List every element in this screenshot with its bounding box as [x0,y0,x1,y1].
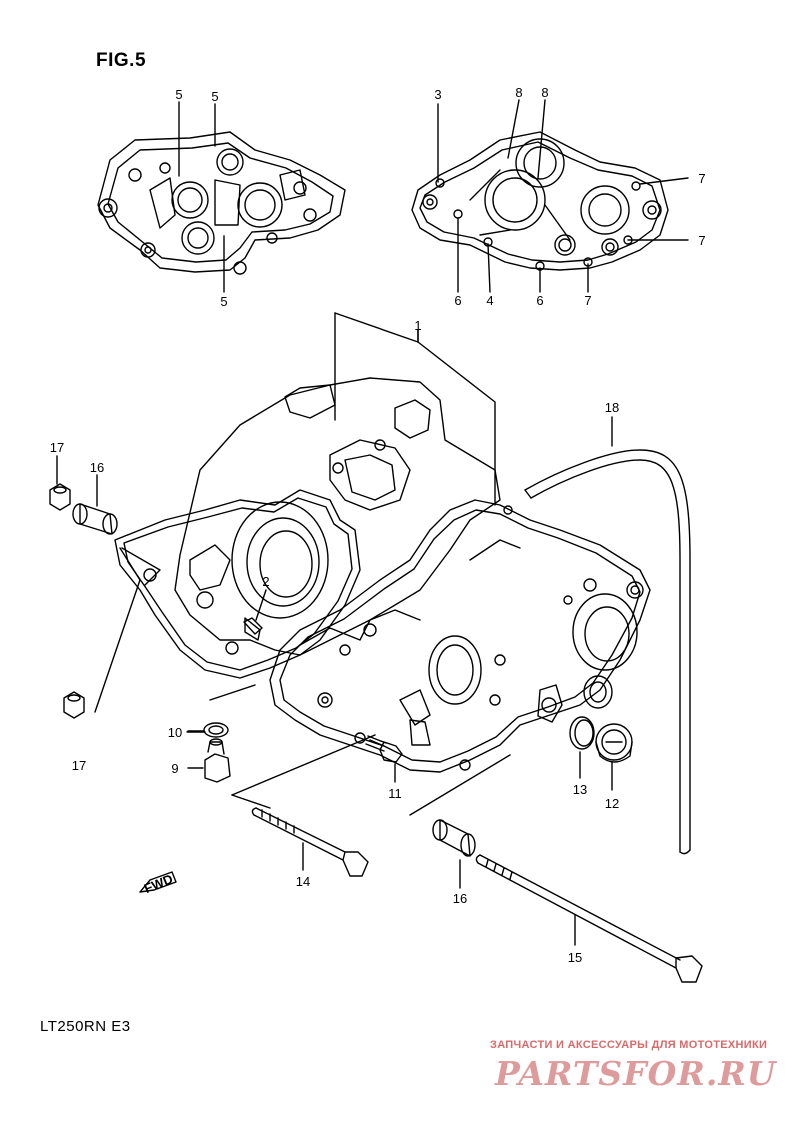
callout-c5b: 5 [211,89,218,104]
callout-c5c: 5 [220,294,227,309]
callout-c11: 11 [388,786,402,801]
callout-c5a: 5 [175,87,182,102]
right-case-half-inner-view [411,131,669,271]
callout-c18: 18 [605,400,619,415]
model-code: LT250RN E3 [40,1018,131,1035]
callout-c1: 1 [414,318,421,333]
drain-plug-9 [204,738,231,783]
nut-17-top [49,483,71,511]
bolt-11 [365,735,403,763]
callout-c6b: 6 [536,293,543,308]
callout-c14: 14 [296,874,310,889]
callout-c7c: 7 [584,293,591,308]
callout-c17b: 17 [72,758,86,773]
bolt-15 [475,854,703,983]
dowel-bushing-16-right [432,819,476,857]
callout-c12: 12 [605,796,619,811]
bolt-14 [251,807,369,877]
fwd-label: FWD [142,871,175,896]
breather-hose [524,449,691,855]
gasket-10 [203,722,229,738]
callout-c16b: 16 [453,891,467,906]
callout-c8a: 8 [515,85,522,100]
leaders-top-right [437,99,689,293]
callout-c13: 13 [573,782,587,797]
dowel-bushing-16-left [72,503,118,535]
fwd-arrow-icon [139,871,177,893]
callout-c4: 4 [486,293,493,308]
figure-title: FIG.5 [96,50,147,71]
plug-12 [595,723,633,763]
callout-c15: 15 [568,950,582,965]
callout-c16a: 16 [90,460,104,475]
o-ring-13 [569,716,595,750]
watermark-logo: PARTSFOR.RU [495,1054,777,1093]
callout-c3: 3 [434,87,441,102]
callout-c7a: 7 [698,171,705,186]
callout-c6a: 6 [454,293,461,308]
callout-c8b: 8 [541,85,548,100]
callout-c10: 10 [168,725,182,740]
nut-17-bottom [63,691,85,719]
leaders-top-left [178,101,225,293]
left-case-half-inner-view [97,131,346,275]
crankcase-assembly [114,377,651,773]
callout-c7b: 7 [698,233,705,248]
watermark-tagline: ЗАПЧАСТИ И АКСЕССУАРЫ ДЛЯ МОТОТЕХНИКИ [490,1039,768,1051]
callout-c9: 9 [171,761,178,776]
bracket-part-1 [334,312,496,506]
callout-c2: 2 [262,574,269,589]
callout-c17a: 17 [50,440,64,455]
